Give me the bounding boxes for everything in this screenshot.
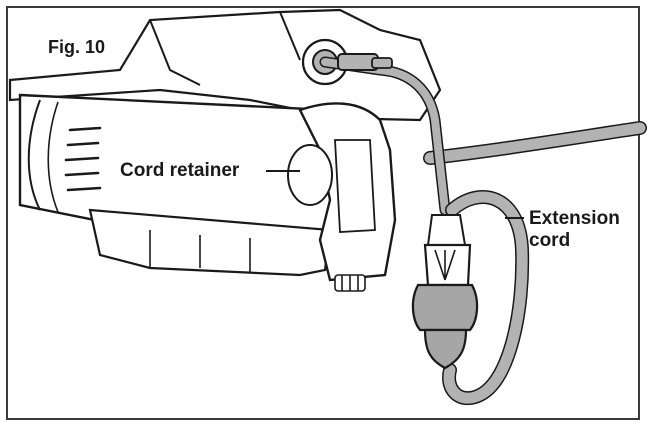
extension-cord-callout-line2: cord — [529, 230, 571, 251]
extension-cord-callout-line1: Extension — [529, 208, 620, 229]
screw-detail — [334, 274, 366, 292]
cord-retainer-slot — [287, 144, 333, 206]
plug-connector — [411, 214, 479, 370]
extension-cord-callout: Extension cord — [529, 208, 620, 252]
tool-top-housing — [8, 8, 442, 122]
vent-lines — [64, 126, 102, 192]
figure-label: Fig. 10 — [48, 37, 106, 57]
cord-retainer-callout: Cord retainer — [120, 160, 240, 181]
